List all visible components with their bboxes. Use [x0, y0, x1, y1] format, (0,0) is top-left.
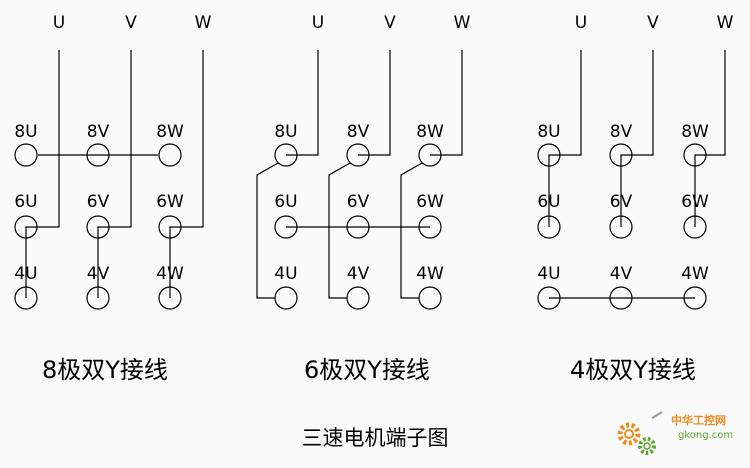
- terminal-label-6v: 6V: [347, 192, 370, 212]
- feed-wire-u: [25, 50, 60, 298]
- figure-title: 三速电机端子图: [302, 426, 449, 450]
- terminal-4v: [346, 286, 370, 310]
- terminal-label-8w: 8W: [156, 122, 184, 142]
- terminal-8v: [86, 143, 110, 167]
- watermark-url: gkong.com: [678, 430, 733, 441]
- terminal-8w: [158, 143, 182, 167]
- feed-wire-v: [620, 50, 654, 227]
- terminal-4w: [418, 286, 442, 310]
- terminal-label-6u: 6U: [14, 192, 37, 212]
- phase-label-u: U: [575, 13, 587, 33]
- terminal-label-8u: 8U: [14, 122, 37, 142]
- terminal-6w: [158, 215, 182, 239]
- terminal-4w: [158, 286, 182, 310]
- phase-label-u: U: [53, 13, 65, 33]
- terminal-label-6w: 6W: [156, 192, 184, 212]
- terminal-label-8v: 8V: [610, 122, 633, 142]
- diagram-caption: 4极双Y接线: [570, 356, 696, 384]
- terminal-6u: [14, 215, 38, 239]
- watermark-logo: 中华工控网 gkong.com: [617, 411, 733, 455]
- terminal-label-4u: 4U: [537, 264, 560, 284]
- terminal-label-8v: 8V: [347, 122, 370, 142]
- terminal-8v: [609, 143, 633, 167]
- terminal-6v: [346, 215, 370, 239]
- terminal-label-4w: 4W: [416, 264, 444, 284]
- terminal-label-4v: 4V: [347, 264, 370, 284]
- phase-label-v: V: [647, 13, 659, 33]
- phase-label-v: V: [384, 13, 396, 33]
- feed-wire-w: [694, 50, 726, 227]
- terminal-6v: [609, 215, 633, 239]
- terminal-4v: [609, 286, 633, 310]
- terminal-8u: [14, 143, 38, 167]
- terminal-4u: [14, 286, 38, 310]
- link-8v-4v: [328, 162, 351, 299]
- feed-wire-w: [169, 50, 204, 298]
- phase-label-w: W: [717, 13, 734, 33]
- terminal-label-8u: 8U: [274, 122, 297, 142]
- feed-wire-v: [97, 50, 132, 298]
- terminal-4w: [683, 286, 707, 310]
- terminal-6w: [683, 215, 707, 239]
- diagram-caption: 8极双Y接线: [42, 356, 168, 384]
- terminal-label-4v: 4V: [610, 264, 633, 284]
- phase-label-w: W: [454, 13, 471, 33]
- link-8u-4u: [256, 162, 279, 299]
- diagram-caption: 6极双Y接线: [304, 356, 430, 384]
- diagram-6-pole: U V W 8U 8V 8W 6U 6V 6W 4U 4V 4W: [256, 13, 471, 384]
- terminal-6u: [274, 215, 298, 239]
- terminal-label-8v: 8V: [87, 122, 110, 142]
- phase-label-v: V: [125, 13, 137, 33]
- terminal-8w: [683, 143, 707, 167]
- terminal-label-6u: 6U: [274, 192, 297, 212]
- terminal-label-8w: 8W: [681, 122, 709, 142]
- phase-label-w: W: [195, 13, 212, 33]
- watermark-name: 中华工控网: [671, 413, 726, 427]
- terminal-label-6w: 6W: [416, 192, 444, 212]
- terminal-label-8w: 8W: [416, 122, 444, 142]
- terminal-6u: [537, 215, 561, 239]
- terminal-8u: [274, 143, 298, 167]
- terminal-label-6v: 6V: [87, 192, 110, 212]
- phase-label-u: U: [312, 13, 324, 33]
- terminal-6v: [86, 215, 110, 239]
- terminal-8w: [418, 143, 442, 167]
- terminal-4u: [274, 286, 298, 310]
- feed-wire-u: [548, 50, 582, 227]
- terminal-4v: [86, 286, 110, 310]
- terminal-label-4u: 4U: [274, 264, 297, 284]
- diagram-8-pole: U V W 8U 8V 8W 6U 6V 6W 4U 4V 4W: [14, 13, 211, 384]
- terminal-6w: [418, 215, 442, 239]
- terminal-label-8u: 8U: [537, 122, 560, 142]
- gear-icon: [617, 411, 663, 455]
- diagram-4-pole: U V W 8U 8V 8W 6U 6V 6W 4U 4V 4W: [537, 13, 733, 384]
- terminal-4u: [537, 286, 561, 310]
- link-8w-4w: [400, 162, 423, 299]
- terminal-label-4w: 4W: [681, 264, 709, 284]
- terminal-8u: [537, 143, 561, 167]
- terminal-8v: [346, 143, 370, 167]
